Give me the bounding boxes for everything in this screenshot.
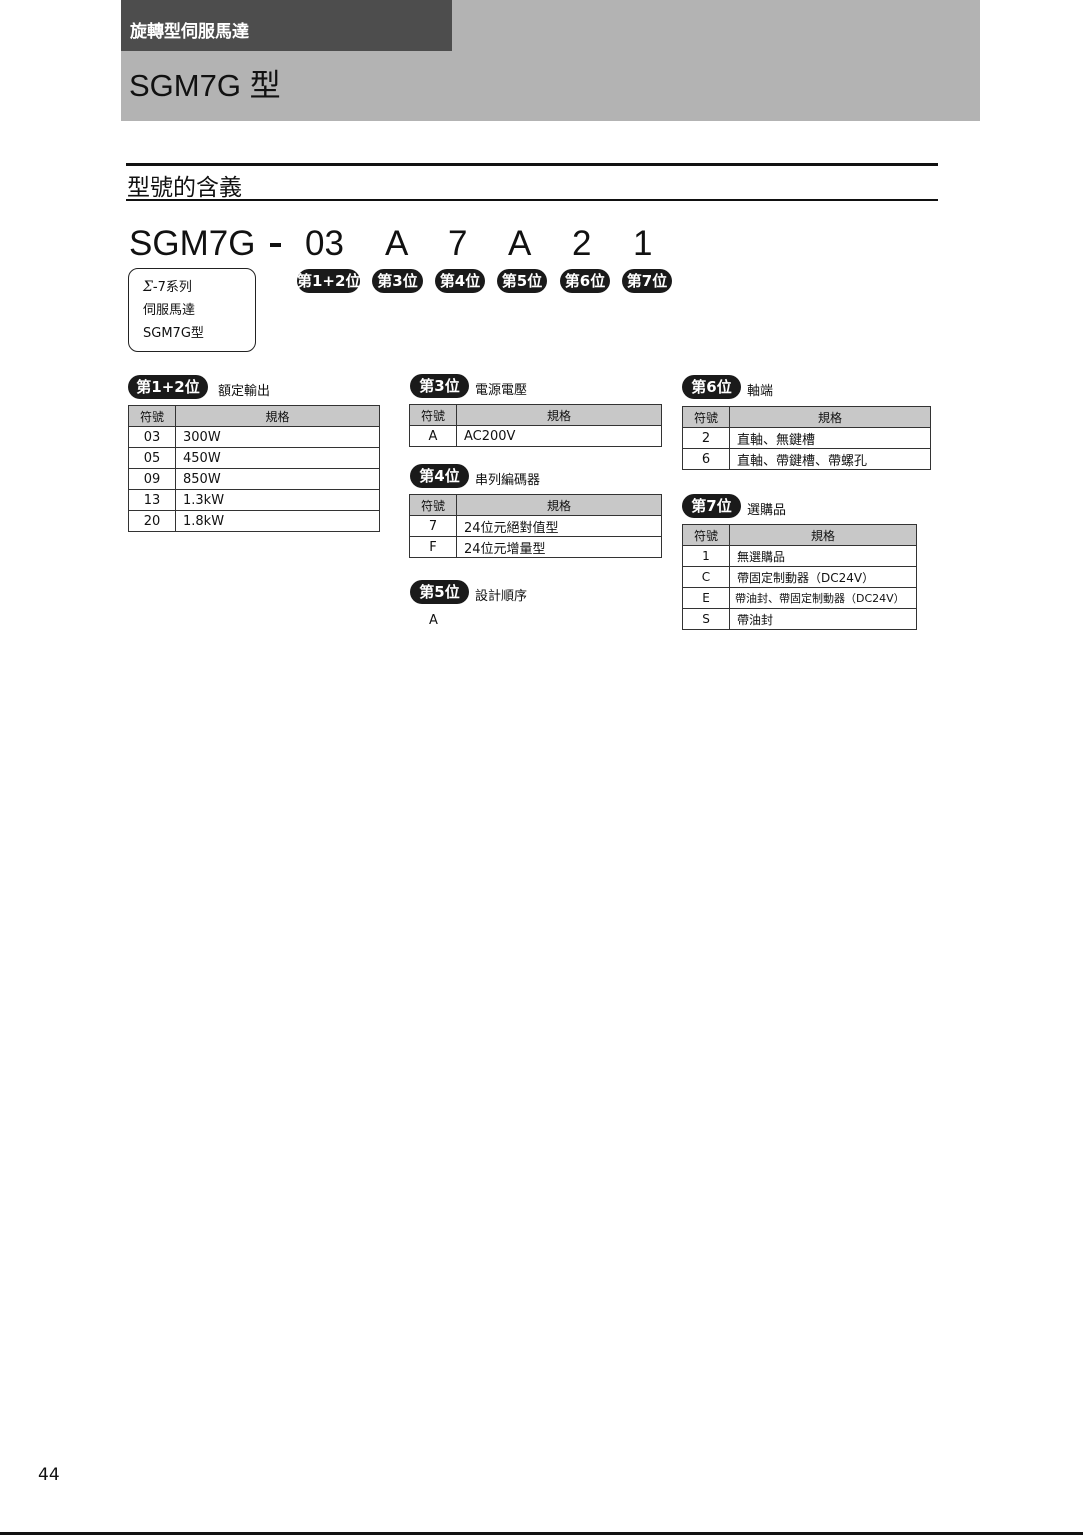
group-pill-3: 第3位 — [410, 374, 469, 398]
col-code: 符號 — [409, 494, 457, 516]
series-line-2: 伺服馬達 — [143, 303, 196, 318]
sigma-symbol: Σ- — [143, 279, 158, 295]
group-pill-5: 第5位 — [410, 580, 469, 604]
model-code-digit-4: 7 — [448, 224, 468, 263]
model-code-series: SGM7G — [129, 224, 256, 263]
series-box: Σ-7系列 伺服馬達 SGM7G型 — [128, 268, 256, 352]
col-spec: 規格 — [175, 405, 380, 427]
page-title: SGM7G 型 — [129, 68, 281, 103]
footer-rule — [0, 1532, 1083, 1535]
model-code-digit-5: A — [508, 224, 532, 263]
model-code-digit-7: 1 — [633, 224, 653, 263]
group-pill-6: 第6位 — [682, 375, 741, 399]
digit-pill-4: 第4位 — [435, 269, 485, 293]
digit-pill-6: 第6位 — [560, 269, 610, 293]
group-pill-4: 第4位 — [410, 464, 469, 488]
col-code: 符號 — [682, 406, 730, 428]
col-spec: 規格 — [456, 404, 662, 426]
digit-pill-7: 第7位 — [622, 269, 672, 293]
series-line-3: SGM7G型 — [143, 326, 204, 341]
group-value-5: A — [429, 613, 438, 628]
digit-pill-12: 第1+2位 — [297, 269, 360, 293]
col-code: 符號 — [682, 524, 730, 546]
group-pill-12: 第1+2位 — [128, 375, 208, 399]
group-desc-4: 串列編碼器 — [475, 473, 541, 488]
col-code: 符號 — [128, 405, 176, 427]
group-desc-7: 選購品 — [747, 503, 787, 518]
group-pill-7: 第7位 — [682, 494, 741, 518]
section-heading: 型號的含義 — [127, 175, 242, 201]
group-desc-12: 額定輸出 — [218, 384, 271, 399]
model-code-digit-6: 2 — [572, 224, 592, 263]
model-code-dash — [270, 243, 281, 247]
group-desc-3: 電源電壓 — [475, 383, 528, 398]
page-number: 44 — [38, 1465, 60, 1485]
col-spec: 規格 — [729, 524, 917, 546]
section-rule-top — [126, 163, 938, 166]
col-code: 符號 — [409, 404, 457, 426]
digit-pill-5: 第5位 — [497, 269, 547, 293]
category-tab: 旋轉型伺服馬達 — [121, 0, 452, 51]
model-code-digit-3: A — [385, 224, 409, 263]
group-desc-6: 軸端 — [747, 384, 774, 399]
section-rule-bottom — [126, 199, 938, 201]
series-line-1: Σ-7系列 — [143, 279, 192, 295]
col-spec: 規格 — [729, 406, 931, 428]
group-desc-5: 設計順序 — [475, 589, 528, 604]
digit-pill-3: 第3位 — [372, 269, 423, 293]
col-spec: 規格 — [456, 494, 662, 516]
model-code-digit-12: 03 — [305, 224, 344, 263]
